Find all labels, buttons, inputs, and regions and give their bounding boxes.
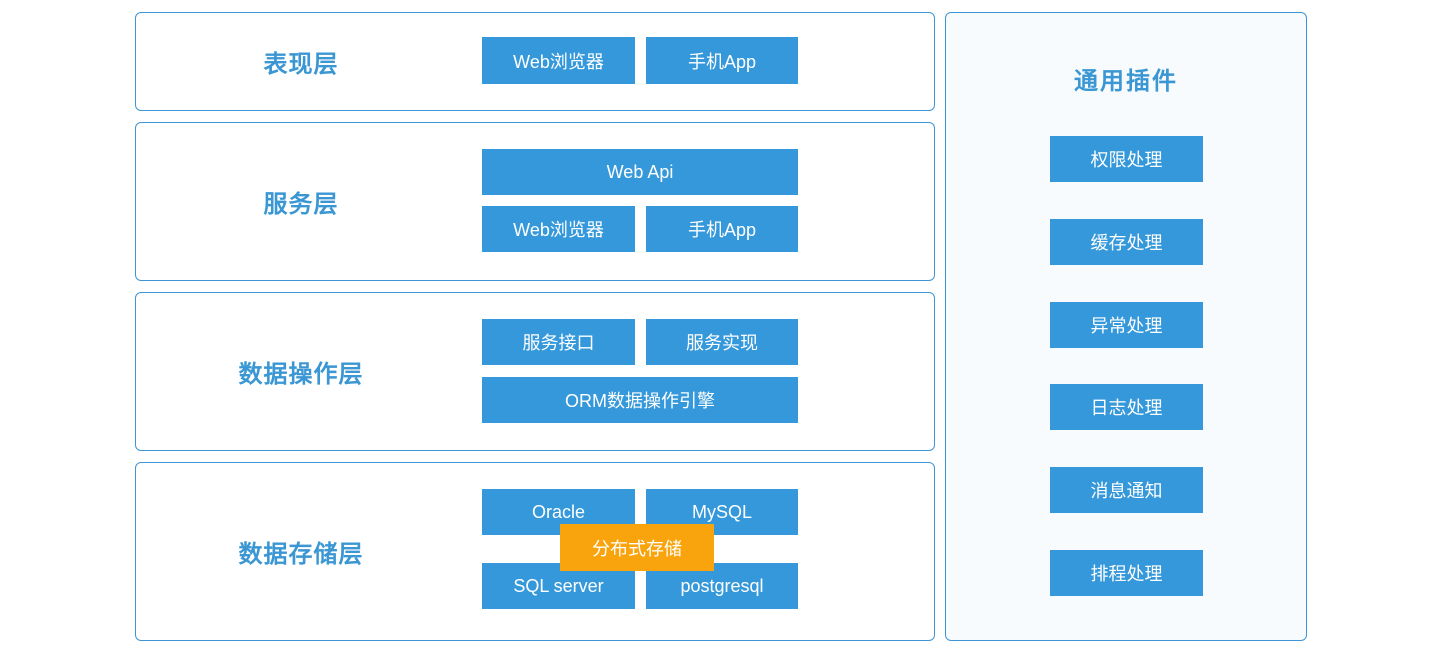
plugin-exception: 异常处理 — [1050, 302, 1203, 348]
plugin-log: 日志处理 — [1050, 384, 1203, 430]
layer-service-label: 服务层 — [263, 191, 339, 218]
layer-presentation: 表现层 Web浏览器 手机App — [135, 12, 935, 111]
node-web-browser: Web浏览器 — [482, 37, 635, 84]
plugin-cache: 缓存处理 — [1050, 219, 1203, 265]
layer-data-operation-label: 数据操作层 — [238, 361, 364, 388]
node-postgresql: postgresql — [646, 563, 798, 609]
node-web-api: Web Api — [482, 149, 798, 195]
node-sql-server: SQL server — [482, 563, 635, 609]
plugin-notification: 消息通知 — [1050, 467, 1203, 513]
node-orm-engine: ORM数据操作引擎 — [482, 377, 798, 423]
node-oracle: Oracle — [482, 489, 635, 535]
plugin-schedule: 排程处理 — [1050, 550, 1203, 596]
node-service-interface: 服务接口 — [482, 319, 635, 365]
plugins-panel-title: 通用插件 — [1074, 68, 1178, 95]
node-mobile-app: 手机App — [646, 206, 798, 252]
layer-presentation-label: 表现层 — [263, 51, 339, 78]
plugin-permission: 权限处理 — [1050, 136, 1203, 182]
node-service-implementation: 服务实现 — [646, 319, 798, 365]
layer-data-storage: 数据存储层 Oracle MySQL SQL server postgresql… — [135, 462, 935, 641]
node-web-browser: Web浏览器 — [482, 206, 635, 252]
layer-service: 服务层 Web Api Web浏览器 手机App — [135, 122, 935, 281]
plugins-panel: 通用插件 权限处理 缓存处理 异常处理 日志处理 消息通知 排程处理 — [945, 12, 1307, 641]
node-mobile-app: 手机App — [646, 37, 798, 84]
layer-data-storage-label: 数据存储层 — [238, 541, 364, 568]
node-distributed-storage: 分布式存储 — [560, 524, 714, 571]
layer-data-operation: 数据操作层 服务接口 服务实现 ORM数据操作引擎 — [135, 292, 935, 451]
